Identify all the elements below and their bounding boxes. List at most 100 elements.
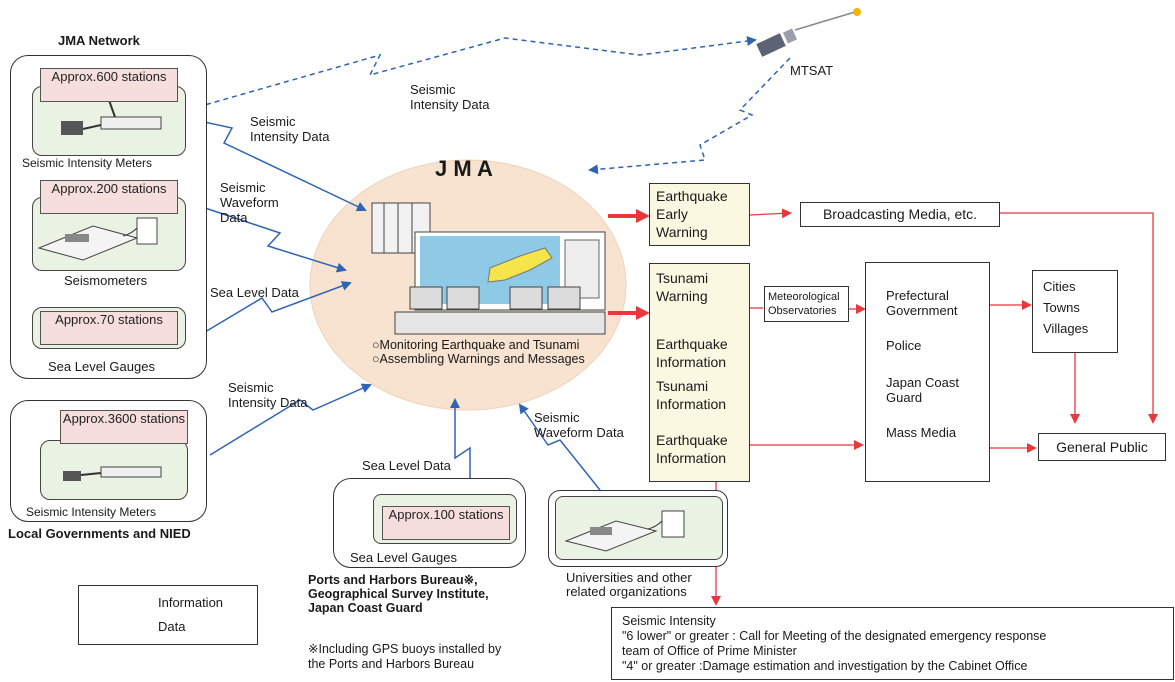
seismic-intensity-line-3: team of Office of Prime Minister [622,644,797,658]
eq-info-2-line-2: Information [656,450,727,466]
local-intensity-meter-icon [63,466,162,481]
eq-info-1-line-2: Information [656,354,727,370]
flow-label-seismic-intensity-sat: Seismic Intensity Data [410,82,490,112]
legend-information-label: Information [158,595,224,610]
local-intensity-meter-device [40,440,188,500]
ports-note-line-1: ※Including GPS buoys installed by [308,642,502,656]
station-count-70: Approx.70 stations [40,311,178,345]
agencies-box: Prefectural Government Police Japan Coas… [865,262,990,482]
tsunami-info-line-1: Tsunami [656,378,709,394]
agency-coast-guard-line-2: Guard [886,390,923,405]
universities-caption-line-1: Universities and other [566,570,692,585]
tsunami-warning-line-1: Tsunami [656,270,709,286]
agency-police: Police [886,338,922,353]
universities-caption-line-2: related organizations [566,584,687,599]
agency-mass-media: Mass Media [886,425,957,440]
flow-label-seismic-intensity-2: Seismic Intensity Data [228,380,308,410]
flow-label-seismic-intensity-2-line-2: Intensity Data [228,395,308,410]
general-public-box: General Public [1038,433,1166,461]
tsunami-warning-line-2: Warning [656,288,708,304]
municipal-cities: Cities [1043,279,1076,294]
ports-caption-line-3: Japan Coast Guard [308,601,423,615]
met-obs-line-1: Meteorological [768,291,840,303]
station-count-200: Approx.200 stations [40,180,178,214]
ports-note-line-2: the Ports and Harbors Bureau [308,657,475,671]
label-seismic-intensity-meters: Seismic Intensity Meters [22,156,153,170]
agency-prefectural-line-1: Prefectural [886,288,949,303]
data-line-universities [518,403,601,491]
data-line-ports-sea-level [450,398,471,478]
municipal-towns: Towns [1043,300,1080,315]
eew-line-1: Earthquake [656,188,728,204]
flow-label-seismic-intensity-1-line-1: Seismic [250,114,296,129]
agency-prefectural-line-2: Government [886,303,958,318]
flow-label-seismic-intensity-sat-line-1: Seismic [410,82,456,97]
jma-network-title: JMA Network [58,33,140,48]
output-earthquake-early-warning: Earthquake Early Warning [649,183,750,246]
local-governments-caption: Local Governments and NIED [8,526,191,541]
station-count-100: Approx.100 stations [382,506,510,540]
legend-data-label: Data [158,619,186,634]
flow-label-seismic-waveform-1-line-3: Data [220,210,248,225]
info-line-broadcast-public [1000,212,1158,424]
data-line-sea-level [204,281,352,333]
eew-line-2: Early [656,206,688,222]
mtsat-label: MTSAT [790,63,834,78]
tsunami-info-line-2: Information [656,396,727,412]
eew-line-3: Warning [656,224,708,240]
jma-bullet-monitoring: ○Monitoring Earthquake and Tsunami [372,338,580,352]
seismic-intensity-line-4: "4" or greater :Damage estimation and in… [622,659,1028,673]
universities-seismometer-device [555,496,723,560]
seismometer-icon [37,217,158,261]
universities-seismometer-icon [564,510,685,552]
flow-label-sea-level-1: Sea Level Data [210,285,299,300]
station-count-600: Approx.600 stations [40,68,178,102]
flow-label-seismic-waveform-1-line-1: Seismic [220,180,266,195]
agency-coast-guard-line-1: Japan Coast [886,375,959,390]
jma-computer-illustration [371,202,606,335]
flow-label-seismic-waveform-1: Seismic Waveform Data [220,180,279,225]
label-sea-level-gauges: Sea Level Gauges [48,359,155,374]
data-line-waveform [204,207,347,273]
output-tsunami-earthquake-column: Tsunami Warning Earthquake Information T… [649,263,750,482]
universities-caption: Universities and other related organizat… [566,571,692,599]
flow-label-seismic-waveform-2: Seismic Waveform Data [534,410,624,440]
jma-bullet-assembling: ○Assembling Warnings and Messages [372,352,585,366]
satellite-uplink [179,36,757,113]
info-line-broadcast [749,208,792,219]
seismic-intensity-box: Seismic Intensity "6 lower" or greater :… [611,607,1174,680]
eq-info-2-line-1: Earthquake [656,432,728,448]
flow-label-seismic-waveform-2-line-1: Seismic [534,410,580,425]
municipal-villages: Villages [1043,321,1089,336]
eq-info-1-line-1: Earthquake [656,336,728,352]
ports-note: ※Including GPS buoys installed by the Po… [308,642,501,672]
seismic-intensity-line-2: "6 lower" or greater : Call for Meeting … [622,629,1047,643]
intensity-meter-icon [61,88,162,135]
met-obs-line-2: Observatories [768,305,837,317]
ports-caption-line-2: Geographical Survey Institute, [308,587,489,601]
label-local-intensity-meters: Seismic Intensity Meters [26,505,157,519]
flow-label-seismic-intensity-1: Seismic Intensity Data [250,114,330,144]
legend-box [78,585,258,645]
jma-title: J M A [435,156,493,181]
municipalities-box: Cities Towns Villages [1032,270,1118,353]
station-count-3600: Approx.3600 stations [60,410,188,444]
broadcasting-media-box: Broadcasting Media, etc. [800,202,1000,227]
seismic-intensity-line-1: Seismic Intensity [622,614,716,628]
satellite-downlink [588,57,791,175]
satellite-icon [756,8,861,57]
flow-label-seismic-intensity-1-line-2: Intensity Data [250,129,330,144]
flow-label-seismic-waveform-1-line-2: Waveform [220,195,279,210]
meteorological-observatories-box: Meteorological Observatories [764,286,849,322]
flow-label-seismic-intensity-2-line-1: Seismic [228,380,274,395]
label-ports-sea-level: Sea Level Gauges [350,550,457,565]
jma-bullets: ○Monitoring Earthquake and Tsunami ○Asse… [372,338,585,366]
label-seismometers: Seismometers [64,273,148,288]
ports-caption-line-1: Ports and Harbors Bureau※, [308,573,478,587]
flow-label-sea-level-2: Sea Level Data [362,458,451,473]
flow-label-seismic-waveform-2-line-2: Waveform Data [534,425,624,440]
flow-label-seismic-intensity-sat-line-2: Intensity Data [410,97,490,112]
ports-caption: Ports and Harbors Bureau※, Geographical … [308,573,489,615]
data-line-local-intensity [209,383,372,456]
